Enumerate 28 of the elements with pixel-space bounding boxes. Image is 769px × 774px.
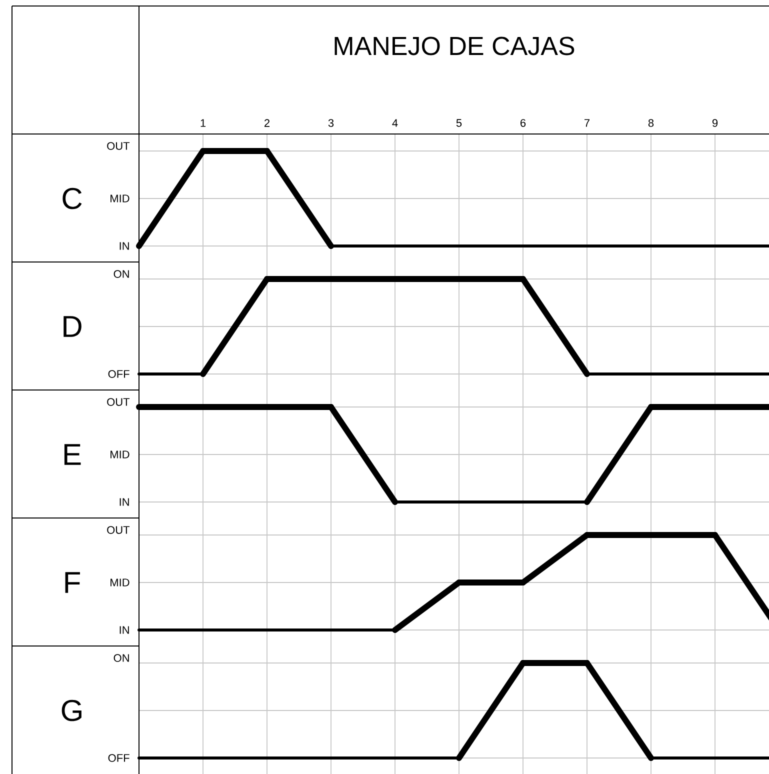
tick-label: 1: [200, 119, 206, 127]
level-label: MID: [110, 194, 130, 202]
tick-label: 2: [264, 119, 270, 127]
tick-label: 6: [520, 119, 526, 127]
row-letter: G: [62, 700, 82, 722]
row-letter: E: [64, 444, 81, 465]
level-label: OUT: [107, 526, 130, 534]
level-label: IN: [120, 498, 129, 506]
tick-label: 3: [328, 119, 334, 127]
level-label: OFF: [108, 754, 130, 762]
level-label: ON: [114, 654, 129, 662]
tick-label: 8: [648, 119, 654, 127]
tick-label: 5: [456, 119, 462, 127]
level-label: ON: [114, 270, 129, 278]
level-label: MID: [110, 578, 130, 586]
row-letter: F: [65, 572, 80, 593]
level-label: MID: [110, 450, 130, 458]
tick-label: 7: [584, 119, 590, 127]
level-label: IN: [120, 626, 129, 634]
tick-label: 9: [712, 119, 718, 127]
level-label: OUT: [107, 142, 130, 150]
row-letter: C: [62, 188, 82, 210]
title: MANEJO DE CAJAS: [334, 36, 574, 56]
level-label: OUT: [107, 398, 130, 406]
tick-label: 4: [392, 119, 398, 127]
level-label: OFF: [108, 370, 130, 378]
row-letter: D: [64, 316, 82, 337]
level-label: IN: [120, 242, 129, 250]
